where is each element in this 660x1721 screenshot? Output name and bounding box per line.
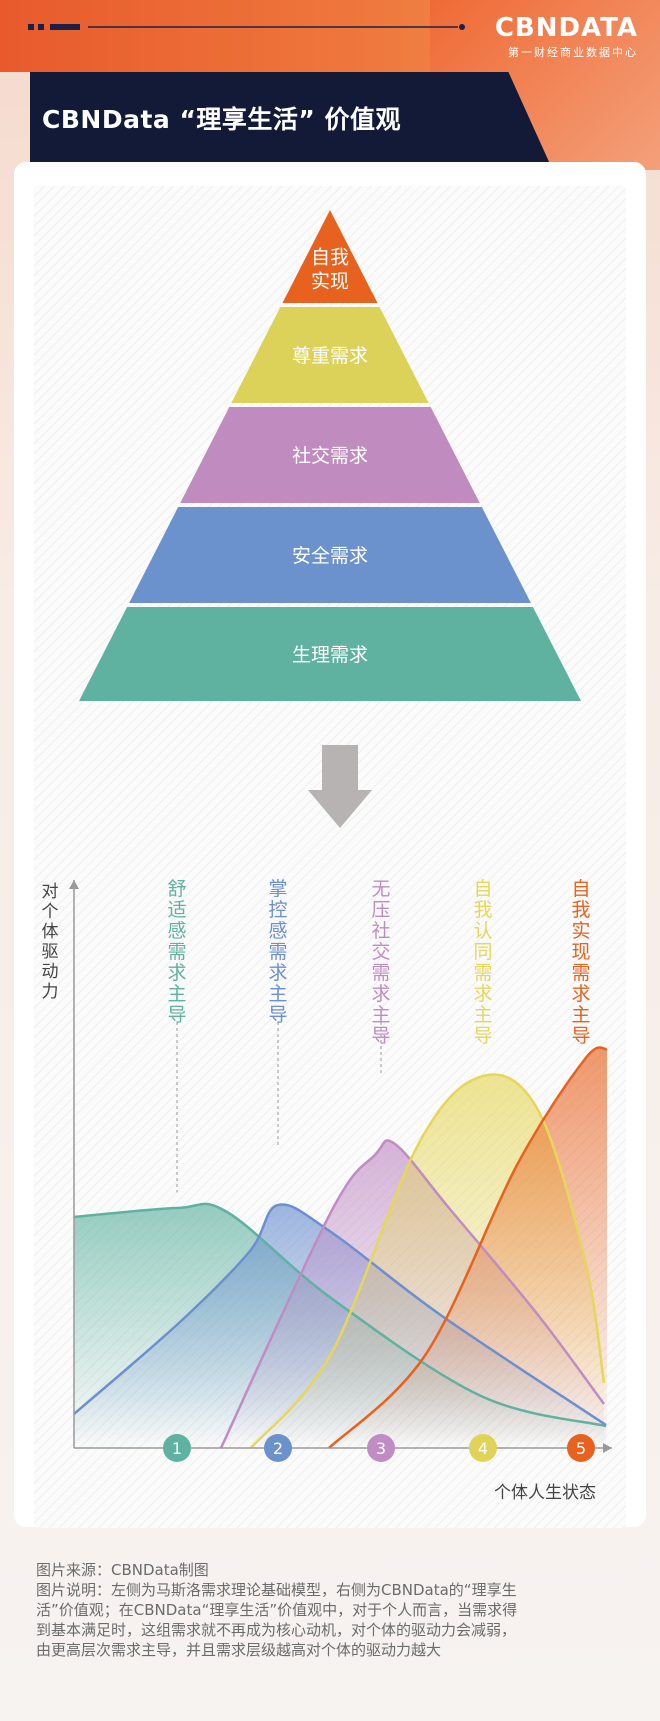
series-label: 我 [571,899,590,921]
series-label: 求 [268,962,287,984]
series-label: 我 [473,899,492,921]
series-label: 主 [571,1004,590,1026]
series-label: 主 [167,983,186,1005]
x-axis-arrow-icon [603,1443,612,1453]
series-label: 控 [268,899,287,921]
x-tick-marker [163,1434,191,1462]
series-label: 主 [473,1004,492,1026]
pyramid-level-label: 自我 [311,247,349,269]
y-axis-label: 个 [42,902,59,922]
x-tick-marker [469,1434,497,1462]
caption-line: 图片说明：左侧为马斯洛需求理论基础模型，右侧为CBNData的“理享生 [36,1581,517,1599]
x-tick-marker [264,1434,292,1462]
x-tick-marker [367,1434,395,1462]
y-axis-label: 体 [42,922,59,942]
series-label: 无 [371,878,390,900]
series-label: 感 [167,920,186,942]
pyramid-level-label: 生理需求 [292,644,368,666]
down-arrow-icon [308,745,372,828]
series-area [329,1047,607,1448]
series-label: 需 [571,962,590,984]
series-label: 现 [571,941,590,963]
y-axis-label: 动 [42,962,59,982]
y-axis-label: 力 [42,982,59,1002]
x-tick-label: 2 [273,1439,283,1458]
series-label: 需 [371,962,390,984]
page-title: CBNData “理享生活” 价值观 [42,105,402,134]
caption-line: 由更高层次需求主导，并且需求层级越高对个体的驱动力越大 [36,1641,442,1659]
series-line [250,1073,606,1449]
pyramid-level [231,307,429,403]
series-label: 认 [473,920,492,942]
x-tick-marker [567,1434,595,1462]
caption: 图片来源：CBNData制图 图片说明：左侧为马斯洛需求理论基础模型，右侧为CB… [36,1560,626,1660]
y-axis-label: 对 [42,882,59,902]
series-label: 交 [371,941,390,963]
title-bar [30,72,550,164]
series-label: 掌 [268,878,287,900]
series-label: 自 [473,878,492,900]
x-tick-label: 3 [376,1439,386,1458]
series-line [73,1203,607,1427]
pyramid-level-label: 安全需求 [292,545,368,567]
x-tick-label: 1 [172,1439,182,1458]
series-label: 自 [571,878,590,900]
pyramid-level-label: 社交需求 [292,445,368,467]
caption-source: 图片来源：CBNData制图 [36,1561,209,1579]
series-label: 需 [167,941,186,963]
pyramid-level-label: 尊重需求 [292,345,368,367]
brand-name: CBNDATA [494,13,638,43]
x-tick-label: 5 [576,1439,586,1458]
series-label: 求 [571,983,590,1005]
x-tick-label: 4 [478,1439,488,1458]
y-axis-arrow-icon [69,880,79,889]
pyramid-level [129,507,531,603]
pyramid-level [282,210,378,303]
series-label: 导 [371,1025,390,1047]
series-label: 实 [571,920,590,942]
series-label: 求 [167,962,186,984]
pyramid-level [79,607,581,701]
series-label: 适 [167,899,186,921]
brand-tagline: 第一财经商业数据中心 [508,46,638,59]
series-label: 主 [268,983,287,1005]
brand-logo: CBNDATA 第一财经商业数据中心 [495,14,638,60]
series-label: 主 [371,1004,390,1026]
series-label: 求 [473,983,492,1005]
series-label: 导 [167,1004,186,1026]
series-label: 社 [371,920,390,942]
y-axis-label: 驱 [42,942,59,962]
header-decoration [28,24,465,30]
series-line [328,1046,608,1449]
pyramid-level [180,407,480,503]
series-label: 需 [473,962,492,984]
pyramid-level-label: 实现 [311,271,349,293]
series-label: 压 [371,899,390,921]
series-label: 感 [268,920,287,942]
caption-line: 活”价值观；在CBNData“理享生活”价值观中，对于个人而言，当需求得 [36,1601,518,1619]
series-label: 同 [473,941,492,963]
series-line [219,1139,606,1449]
caption-line: 到基本满足时，这组需求就不再成为核心动机，对个体的驱动力会减弱， [36,1621,517,1639]
series-label: 求 [371,983,390,1005]
series-label: 导 [473,1025,492,1047]
series-label: 导 [268,1004,287,1026]
series-label: 需 [268,941,287,963]
x-axis-label: 个体人生状态 [494,1483,596,1503]
series-label: 导 [571,1025,590,1047]
series-label: 舒 [167,878,186,900]
